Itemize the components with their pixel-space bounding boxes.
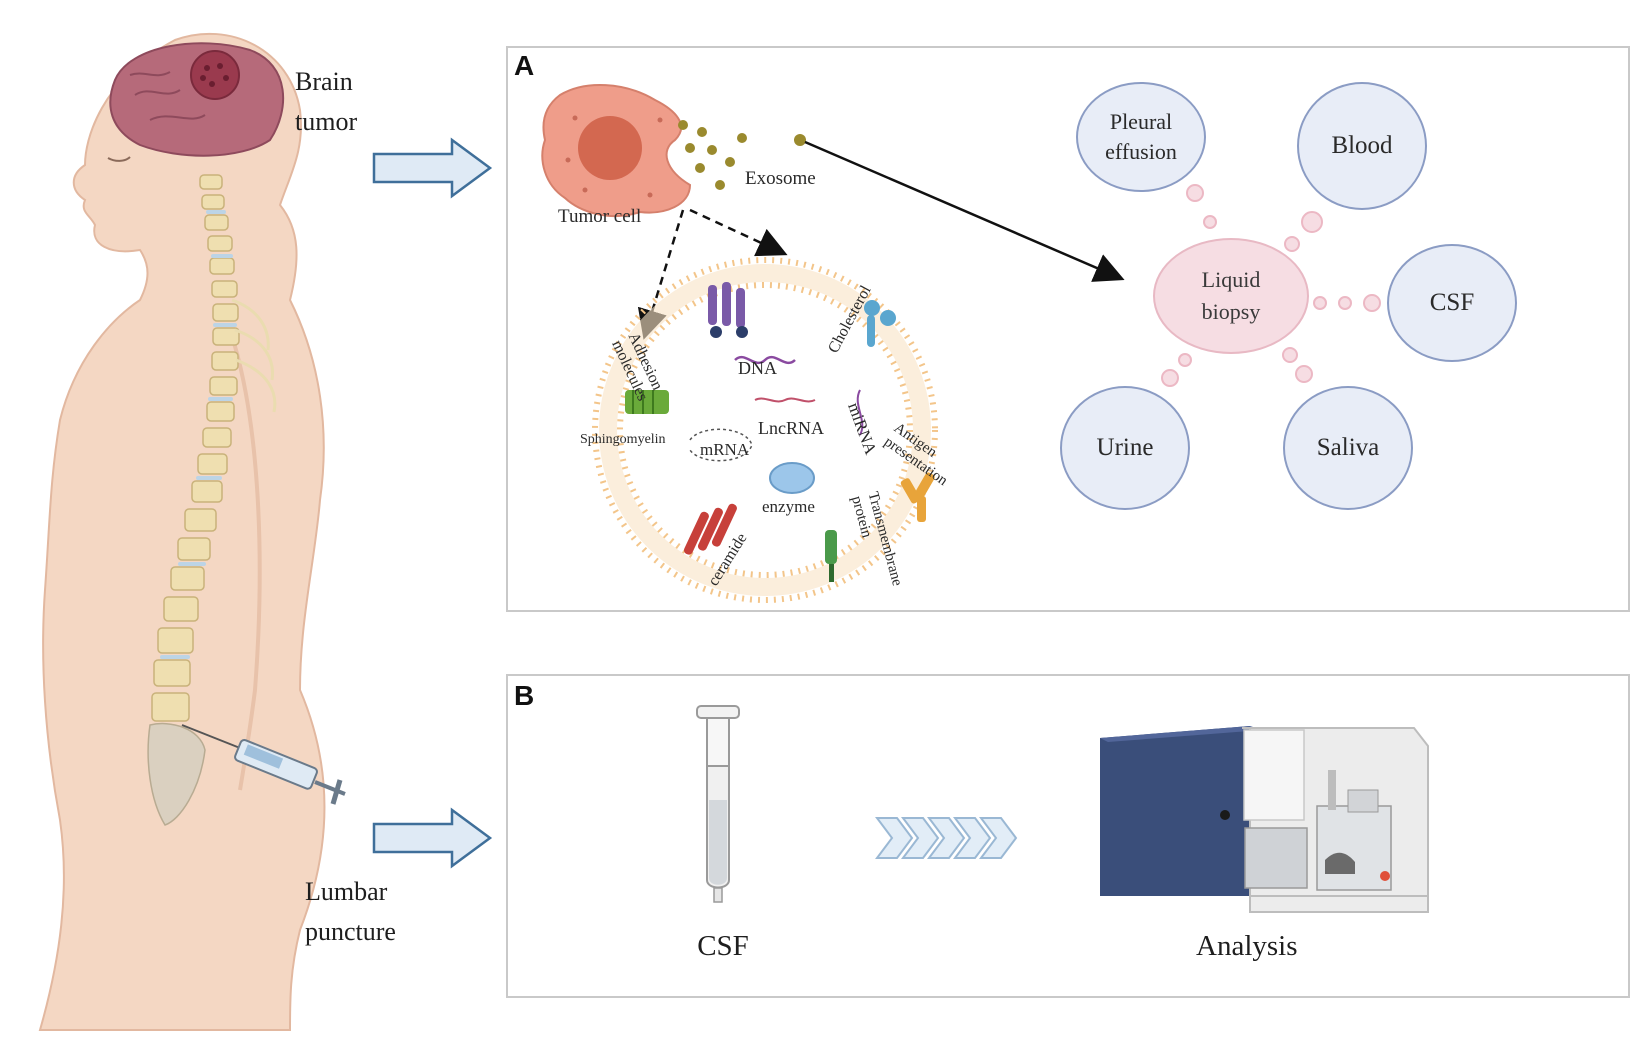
- source-pleural-effusion: Pleural effusion: [1076, 82, 1206, 192]
- mirna-icon: [856, 389, 864, 436]
- intervertebral-discs: [160, 210, 237, 659]
- tumor-cell-label: Tumor cell: [558, 206, 642, 227]
- arrow-to-panel-a: [372, 137, 493, 199]
- panel-b: [506, 674, 1630, 998]
- source-blood: Blood: [1297, 82, 1427, 210]
- analyzer-machine-icon: [1100, 726, 1429, 913]
- sphingomyelin-icon: [625, 390, 669, 414]
- enzyme-label: enzyme: [762, 497, 815, 516]
- sacrum: [147, 722, 206, 826]
- dna-label: DNA: [738, 358, 777, 378]
- brain-shape: [109, 42, 285, 157]
- exosome-membrane-inner: [617, 282, 913, 578]
- dna-icon: [734, 355, 796, 365]
- sphingomyelin-label: Sphingomyelin: [580, 432, 666, 447]
- chevron-arrows-icon: [875, 817, 1018, 859]
- lncrna-icon: [754, 397, 816, 403]
- body-silhouette: [38, 32, 326, 1031]
- lumbar-puncture-label: Lumbar puncture: [305, 877, 396, 946]
- enzyme-icon: [769, 462, 815, 494]
- syringe-icon: [181, 724, 346, 805]
- brain-tumor-label: Brain tumor: [295, 67, 358, 136]
- source-urine: Urine: [1060, 386, 1190, 510]
- exosome-particles: [678, 120, 806, 190]
- tumor-nucleus: [578, 116, 642, 180]
- antigen-presentation-icon: [900, 472, 935, 522]
- ceramide-icon: [683, 503, 737, 555]
- exosome-label: Exosome: [745, 168, 816, 189]
- analysis-label: Analysis: [1196, 930, 1298, 962]
- biopsy-connectors: [1161, 184, 1381, 387]
- source-csf: CSF: [1387, 244, 1517, 362]
- spine: [151, 174, 240, 722]
- panel-b-letter: B: [514, 680, 535, 711]
- cholesterol-icon: [864, 300, 896, 347]
- brain-folds: [129, 71, 206, 121]
- lncrna-label: LncRNA: [758, 418, 824, 438]
- mrna-label: mRNA: [700, 440, 750, 459]
- liquid-biopsy-node: Liquid biopsy: [1153, 238, 1309, 354]
- arrow-to-panel-b: [372, 807, 493, 869]
- tumor-mass: [190, 50, 240, 100]
- arrow-exosome-to-biopsy: [804, 140, 1125, 282]
- panel-a-letter: A: [514, 50, 535, 81]
- source-saliva: Saliva: [1283, 386, 1413, 510]
- dashed-arrow-right: [689, 208, 788, 257]
- adhesion-molecules-icon: [708, 282, 748, 338]
- transmembrane-protein-icon: [825, 530, 837, 582]
- csf-label: CSF: [697, 930, 749, 962]
- mrna-icon: [689, 428, 753, 462]
- dashed-arrow-left: [637, 209, 685, 340]
- csf-tube-icon: [696, 705, 740, 903]
- closed-eye: [107, 156, 131, 162]
- exosome-membrane-outer: [592, 257, 938, 603]
